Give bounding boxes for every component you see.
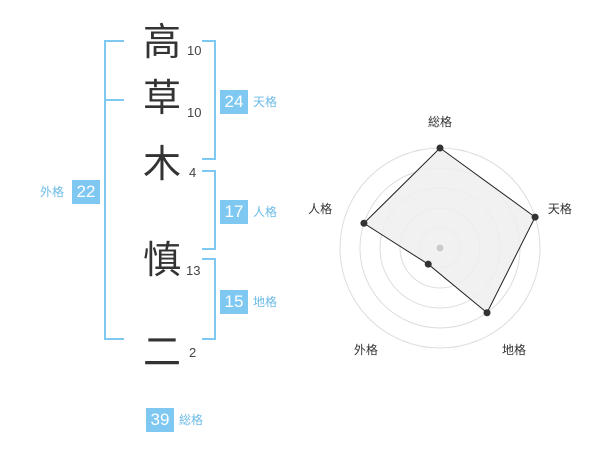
chikaku-label: 地格 (253, 295, 278, 309)
radar-point-1 (436, 144, 444, 152)
soukaku-label: 総格 (179, 413, 204, 427)
radar-axis-label-5: 人格 (308, 201, 332, 216)
jinkaku-score: 17 (220, 200, 248, 224)
stroke-count-1: 10 (187, 43, 202, 58)
tenkaku-label: 天格 (253, 95, 278, 109)
radar-point-2 (531, 213, 539, 221)
name-char-5: 二 (142, 330, 181, 374)
stroke-count-5: 2 (189, 345, 197, 360)
jinkaku-label: 人格 (253, 205, 278, 219)
gaikaku-bracket-inner-tick (104, 99, 124, 101)
gaikaku-bracket (104, 40, 124, 340)
radar-point-5 (360, 219, 368, 227)
stroke-count-3: 4 (189, 165, 197, 180)
soukaku-score: 39 (146, 408, 174, 432)
name-char-2: 草 (142, 76, 181, 120)
tenkaku-score: 24 (220, 90, 248, 114)
stroke-count-4: 13 (186, 263, 201, 278)
radar-axis-label-4: 外格 (354, 342, 378, 357)
radar-axis-label-1: 総格 (428, 114, 452, 129)
radar-axis-label-3: 地格 (502, 342, 526, 357)
chikaku-score: 15 (220, 290, 248, 314)
chikaku-bracket (202, 258, 216, 340)
radar-center-dot (436, 244, 444, 252)
name-char-3: 木 (142, 142, 181, 186)
radar-axis-label-2: 天格 (548, 201, 572, 216)
gaikaku-score: 22 (72, 180, 100, 204)
jinkaku-bracket (202, 170, 216, 250)
name-char-4: 慎 (142, 238, 181, 282)
radar-point-3 (483, 309, 491, 317)
gaikaku-label: 外格 (40, 185, 65, 199)
tenkaku-bracket (202, 40, 216, 160)
radar-point-4 (424, 260, 432, 268)
name-char-1: 高 (142, 20, 181, 64)
stroke-count-2: 10 (187, 105, 202, 120)
radar-polygon (363, 147, 536, 314)
